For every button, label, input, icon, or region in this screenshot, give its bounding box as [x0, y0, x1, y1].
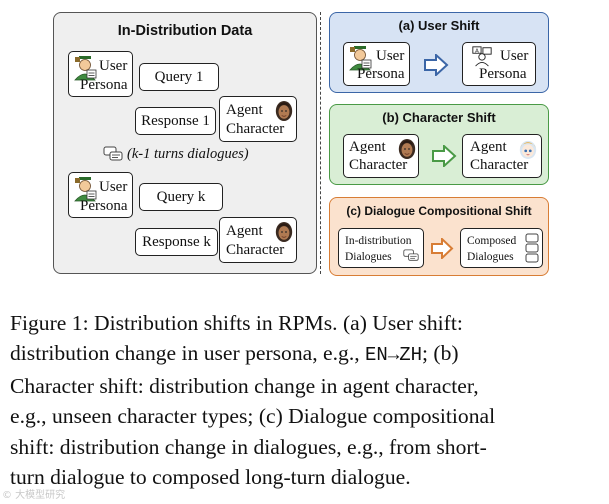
response-k-box: Response k: [135, 228, 218, 256]
query-1-text: Query 1: [154, 69, 204, 85]
caption-text: distribution change in user persona, e.g…: [10, 341, 366, 366]
user-shift-from-box: User Persona: [343, 42, 410, 86]
agent-label-line2: Character: [349, 157, 408, 173]
user-label-line1: User: [500, 48, 529, 64]
turns-note: (k-1 turns dialogues): [127, 146, 249, 162]
right-arrow-icon: [431, 238, 454, 259]
caption-line: turn dialogue to composed long-turn dial…: [10, 465, 411, 490]
response-k-text: Response k: [142, 234, 211, 250]
user-label-line1: User: [99, 58, 128, 74]
chat-bubbles-icon: [103, 146, 123, 162]
user-label-line1: User: [376, 48, 405, 64]
agent-label-line1: Agent: [226, 223, 263, 239]
caption-line: distribution change in user persona, e.g…: [10, 338, 600, 370]
query-1-box: Query 1: [139, 63, 219, 91]
watermark: © 大模型研究: [2, 490, 66, 501]
dialogue-shift-to-box: Composed Dialogues: [460, 228, 543, 268]
stacked-chat-icon: [525, 233, 539, 263]
agent-label-line2: Character: [226, 121, 285, 137]
query-k-text: Query k: [156, 189, 206, 205]
figure-caption: Figure 1: Distribution shifts in RPMs. (…: [10, 308, 600, 492]
right-arrow-icon: [432, 145, 457, 167]
user-label-line1: User: [99, 179, 128, 195]
dialogue-shift-title: (c) Dialogue Compositional Shift: [346, 204, 532, 218]
user-shift-title: (a) User Shift: [398, 18, 480, 33]
character-shift-from-box: Agent Character: [343, 134, 419, 178]
response-1-box: Response 1: [135, 107, 216, 135]
agent-label-line1: Agent: [349, 139, 386, 155]
chat-bubbles-icon: [403, 249, 419, 262]
caption-line: shift: distribution change in dialogues,…: [10, 434, 487, 459]
user-label-line2: Persona: [80, 77, 128, 93]
caption-text: ; (b): [422, 341, 459, 366]
caption-line: e.g., unseen character types; (c) Dialog…: [10, 404, 496, 429]
agent-label-line2: Character: [470, 157, 529, 173]
agent-avatar-icon: [274, 100, 294, 122]
agent-character-box-k: Agent Character: [219, 217, 297, 263]
caption-code: EN→ZH: [365, 344, 423, 367]
user-persona-box-1: User Persona: [68, 51, 133, 97]
composed-label-line2: Dialogues: [467, 251, 514, 263]
user-persona-outline-icon: [471, 45, 493, 67]
user-label-line2: Persona: [80, 198, 128, 214]
in-distribution-label-line2: Dialogues: [345, 251, 392, 263]
right-arrow-icon: [424, 54, 449, 76]
agent-label-line1: Agent: [470, 139, 507, 155]
agent-character-box-1: Agent Character: [219, 96, 297, 142]
user-persona-box-k: User Persona: [68, 172, 133, 218]
caption-line: Character shift: distribution change in …: [10, 373, 479, 398]
in-distribution-label-line1: In-distribution: [345, 235, 412, 247]
composed-label-line1: Composed: [467, 235, 517, 247]
agent-avatar-icon: [274, 221, 294, 243]
dialogue-shift-from-box: In-distribution Dialogues: [338, 228, 424, 268]
response-1-text: Response 1: [141, 113, 210, 129]
character-shift-title: (b) Character Shift: [382, 110, 496, 125]
user-label-line2: Persona: [479, 66, 527, 82]
caption-line: Figure 1: Distribution shifts in RPMs. (…: [10, 311, 463, 335]
query-k-box: Query k: [139, 183, 223, 211]
agent-label-line2: Character: [226, 242, 285, 258]
character-shift-to-box: Agent Character: [462, 134, 542, 178]
agent-label-line1: Agent: [226, 102, 263, 118]
in-distribution-title: In-Distribution Data: [117, 23, 253, 39]
dashed-divider: [320, 12, 321, 274]
user-label-line2: Persona: [357, 66, 405, 82]
user-shift-to-box: User Persona: [462, 42, 536, 86]
